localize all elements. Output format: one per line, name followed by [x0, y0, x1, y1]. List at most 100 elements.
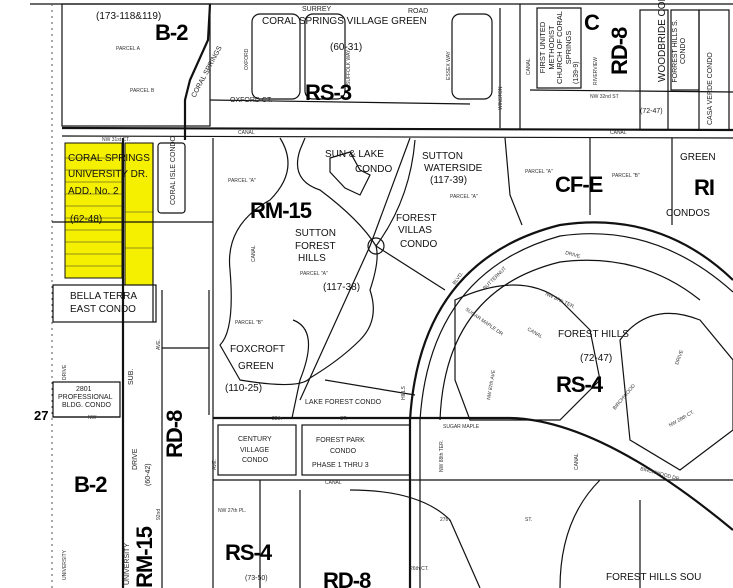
zone-b2-bottom: B-2 [74, 472, 107, 497]
street-label: RIVERVIEW [593, 57, 599, 85]
zone-rm-right: RI [694, 175, 714, 200]
street-label: 92nd [156, 509, 162, 520]
subdivision-label: HILLS [298, 253, 326, 264]
subdivision-label: CONDO [242, 457, 269, 464]
street-label: NW 32nd ST [590, 94, 619, 100]
plat-label: (110-25) [225, 383, 262, 394]
zone-rs4-right: RS-4 [556, 372, 604, 397]
forest-hills-condo-label-box: FORREST HILLS S. CONDO [672, 19, 687, 83]
parcel-label: PARCEL "A" [228, 178, 256, 184]
subdivision-label: CONDO [330, 448, 357, 455]
subdivision-label: GREEN [680, 152, 716, 163]
zone-labels: B-2 RS-3 RM-15 CF-E RI C RD-8 RS-4 B-2 R… [74, 10, 715, 588]
street-label: CANAL [574, 453, 580, 470]
subdivision-label: ADD. No. 2 [68, 186, 119, 197]
street-label: AVE. [212, 459, 218, 470]
parcel-label: PARCEL "B" [235, 320, 263, 326]
plat-label: (72-47) [580, 353, 612, 364]
subdivision-label: WATERSIDE [424, 163, 483, 174]
subdivision-label: VILLAS [398, 225, 432, 236]
subdivision-labels: (173-118&119) CORAL SPRINGS VILLAGE GREE… [58, 0, 716, 583]
subdivision-label: SUTTON [295, 228, 336, 239]
street-label: SUGAR MAPLE [443, 424, 480, 430]
street-label: DRIVE [62, 364, 68, 380]
subdivision-label: CORAL ISLE CONDO [170, 135, 177, 205]
street-label: AVE. [156, 339, 162, 350]
subdivision-label: FOXCROFT [230, 344, 285, 355]
highlighted-parcels[interactable] [64, 142, 154, 286]
street-label: WINSTON [498, 86, 504, 110]
street-label: UNIVERSITY [62, 549, 68, 580]
street-label: 27th [440, 517, 450, 523]
plat-label: (73-50) [245, 575, 268, 582]
street-label: SURREY [302, 6, 332, 13]
subdivision-label: FORREST HILLS S. CONDO [672, 19, 687, 83]
plat-label: (60-42) [145, 463, 152, 486]
zone-rs4-bottom: RS-4 [225, 540, 273, 565]
subdivision-label: CONDO [400, 239, 437, 250]
street-label: NW [88, 415, 97, 421]
street-label: NW 88th TER. [439, 440, 445, 472]
subdivision-label: 2801 [76, 386, 92, 393]
street-label: OXFORD [244, 48, 250, 70]
plat-label: (117-38) [323, 282, 360, 293]
parcel-label: PARCEL "A" [525, 169, 553, 175]
street-label: CANAL [325, 480, 342, 486]
zone-rs3: RS-3 [305, 80, 352, 105]
zone-b2-top: B-2 [155, 20, 188, 45]
street-label: NW 31st CT. [102, 137, 130, 143]
subdivision-label: CASA VERDE CONDO [707, 52, 714, 125]
subdivision-label: CORAL SPRINGS [68, 153, 150, 164]
parcel-label: PARCEL "A" [450, 194, 478, 200]
plat-label: (62-48) [70, 214, 102, 225]
street-label: HILLS [401, 385, 407, 400]
subdivision-label: LAKE FOREST CONDO [305, 399, 382, 406]
subdivision-label: PROFESSIONAL [58, 394, 113, 401]
street-label: ST. [525, 517, 532, 523]
subdivision-label: PHASE 1 THRU 3 [312, 462, 369, 469]
subdivision-label: GREEN [238, 361, 274, 372]
subdivision-label: EAST CONDO [70, 304, 136, 315]
subdivision-label: FOREST HILLS [558, 329, 629, 340]
subdivision-label: FIRST UNITED METHODIST CHURCH OF CORAL S… [539, 11, 573, 84]
parcel-label: PARCEL "A" [300, 271, 328, 277]
street-label: OXFORD CT. [230, 97, 272, 104]
road-network [30, 3, 733, 588]
street-label: CANAL [238, 130, 255, 136]
zone-rd8-left: RD-8 [162, 410, 187, 458]
street-label: 26th CT. [410, 566, 429, 572]
zone-rm15-bottom: RM-15 [132, 526, 157, 588]
street-label: SUB. [128, 369, 135, 385]
parcel-label: PARCEL B [130, 88, 155, 94]
zone-rd8-bottom: RD-8 [323, 568, 371, 588]
street-label: SUFFOLK WAY [346, 49, 352, 85]
street-label: NW 27th PL. [218, 508, 246, 514]
street-label: UNIVERSITY [124, 543, 131, 585]
subdivision-label: VILLAGE [240, 447, 270, 454]
street-label: DRIVE [132, 448, 139, 470]
subdivision-label: BLDG. CONDO [62, 402, 112, 409]
plat-label: (173-118&119) [96, 11, 161, 22]
plat-label: (117-39) [430, 175, 467, 186]
subdivision-label: BELLA TERRA [70, 291, 137, 302]
street-label: CANAL [526, 58, 532, 75]
street-label: ESSEX WAY [446, 50, 452, 80]
street-label: DRIVE [674, 349, 685, 366]
street-label: NW 87th AVE [486, 369, 497, 400]
parcel-labels: PARCEL A PARCEL B PARCEL "A" PARCEL "A" … [116, 46, 640, 326]
zone-rd8-top: RD-8 [607, 27, 632, 75]
subdivision-label: WOODBRIDE CONDO [657, 0, 668, 82]
subdivision-label: SUN & LAKE [325, 149, 384, 160]
subdivision-label: CENTURY [238, 436, 272, 443]
section-number: 27 [34, 408, 48, 423]
subdivision-label: FOREST [295, 241, 336, 252]
street-label: ROAD [408, 8, 428, 15]
plat-label: (60-31) [330, 42, 362, 53]
plat-label: (139-9) [573, 61, 580, 84]
subdivision-label: SUTTON [422, 151, 463, 162]
parcel-label: PARCEL "B" [612, 173, 640, 179]
subdivision-label: UNIVERSITY DR. [68, 169, 148, 180]
roundabout [367, 237, 385, 255]
subdivision-label: CONDO [355, 164, 392, 175]
